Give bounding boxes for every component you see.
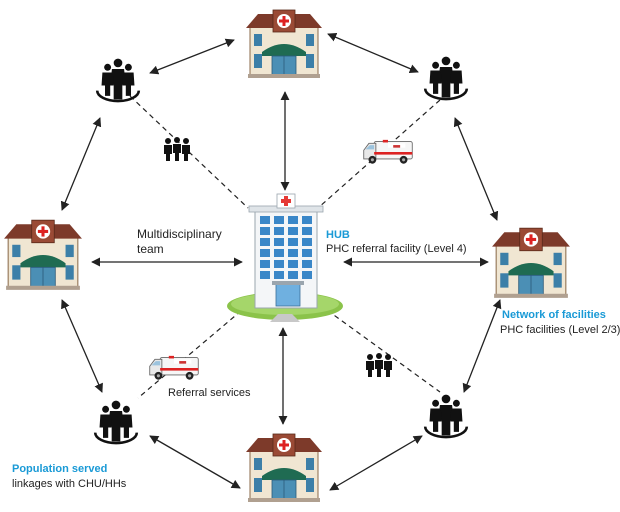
referral-label: Referral services	[168, 387, 251, 399]
network-subtitle: PHC facilities (Level 2/3)	[500, 324, 620, 336]
hub-window	[302, 260, 312, 268]
community-icon	[423, 393, 469, 439]
hub-window	[288, 249, 298, 257]
hospital-icon	[245, 433, 323, 502]
hub-window	[302, 227, 312, 235]
hub-window	[288, 260, 298, 268]
hub-window	[288, 216, 298, 224]
team-icon	[366, 353, 392, 377]
hub-building-icon	[227, 193, 343, 322]
hub-window	[260, 216, 270, 224]
team-icon	[164, 137, 190, 161]
population-title: Population served	[12, 463, 108, 475]
community-icon	[95, 57, 141, 103]
hub-window	[274, 227, 284, 235]
hub-window	[274, 216, 284, 224]
hub-window	[302, 271, 312, 279]
hospital-icon	[3, 219, 83, 290]
hub-window	[302, 249, 312, 257]
population-subtitle: linkages with CHU/HHs	[12, 478, 127, 490]
hub-window	[260, 238, 270, 246]
hub-window	[260, 271, 270, 279]
hub-window	[260, 227, 270, 235]
community-icon	[93, 399, 139, 445]
hub-window	[302, 216, 312, 224]
hub-window	[274, 271, 284, 279]
hub-window	[288, 271, 298, 279]
hub-title: HUB	[326, 229, 350, 241]
hub-window	[302, 238, 312, 246]
hub-window	[274, 260, 284, 268]
hospital-icon	[491, 227, 571, 298]
hub-window	[288, 238, 298, 246]
hub-window	[288, 227, 298, 235]
hub-subtitle: PHC referral facility (Level 4)	[326, 243, 467, 255]
community-icon	[423, 55, 469, 101]
hub-window	[260, 249, 270, 257]
hub-window	[274, 249, 284, 257]
ambulance-icon	[149, 355, 199, 381]
hub-window	[260, 260, 270, 268]
team-label: Multidisciplinary team	[137, 227, 222, 256]
network-title: Network of facilities	[502, 309, 606, 321]
hub-window	[274, 238, 284, 246]
hospital-icon	[245, 9, 323, 78]
arrows	[60, 32, 502, 491]
ambulance-icon	[363, 139, 413, 165]
